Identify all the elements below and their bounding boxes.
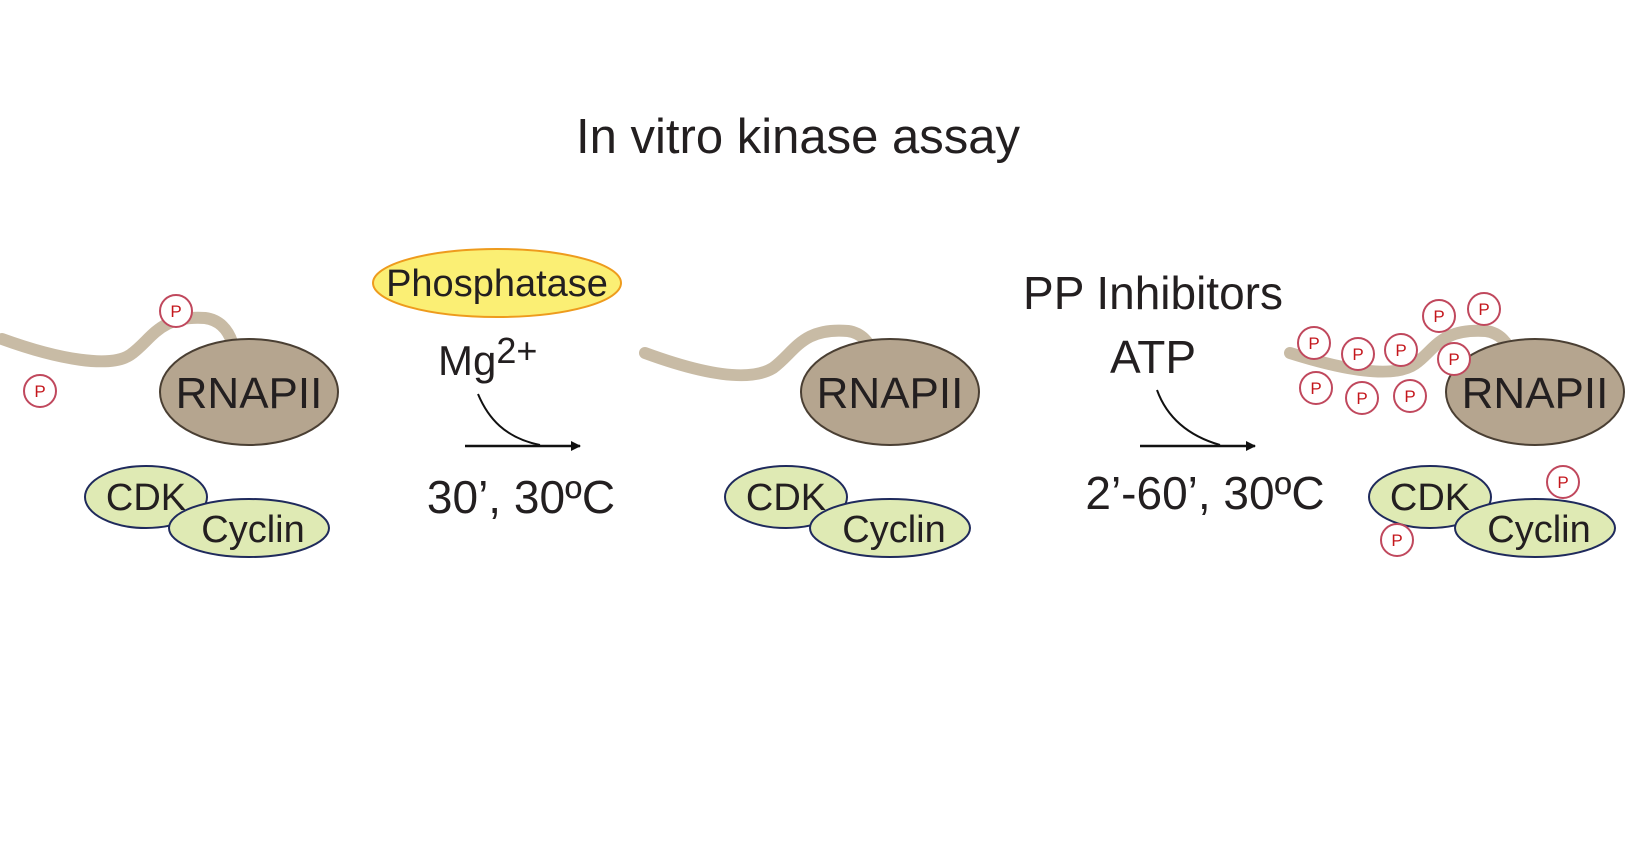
stage-phosphorylated: RNAPII CDK Cyclin P P P P P P P P P P P xyxy=(1284,292,1625,558)
phosphate-label: P xyxy=(170,302,181,321)
step-dephosphorylation: Phosphatase Mg2+ 30’, 30ºC xyxy=(372,248,622,523)
cyclin-ellipse xyxy=(809,498,971,558)
phosphate-group: P xyxy=(1380,523,1414,557)
phosphate-label: P xyxy=(1391,531,1402,550)
phosphate-group: P xyxy=(1422,299,1456,333)
cyclin-ellipse xyxy=(168,498,330,558)
phosphate-group: P xyxy=(1393,379,1427,413)
phosphate-circle xyxy=(23,374,57,408)
phosphate-label: P xyxy=(1356,389,1367,408)
rnapii-label: RNAPII xyxy=(817,369,964,418)
cyclin-label: Cyclin xyxy=(201,509,304,551)
reagent-curve xyxy=(477,393,541,446)
cdk-label: CDK xyxy=(1390,477,1470,519)
cyclin-ellipse xyxy=(1454,498,1616,558)
phosphatase-label: Phosphatase xyxy=(386,263,608,305)
phosphate-label: P xyxy=(1478,300,1489,319)
phosphate-group: P xyxy=(1467,292,1501,326)
phosphate-circle xyxy=(1437,342,1471,376)
rnapii-ellipse xyxy=(159,338,339,446)
phosphate-label: P xyxy=(1310,379,1321,398)
inhibitors-label: PP Inhibitors xyxy=(1023,267,1283,319)
phosphate-group: P xyxy=(1341,337,1375,371)
phosphate-group: P xyxy=(159,294,193,328)
phosphate-group: P xyxy=(1345,381,1379,415)
cofactor-superscript: 2+ xyxy=(496,330,537,371)
conditions-label: 30’, 30ºC xyxy=(427,471,615,523)
phosphate-label: P xyxy=(1448,350,1459,369)
phosphate-group: P xyxy=(1384,333,1418,367)
cofactor-label: Mg2+ xyxy=(438,330,537,384)
phosphate-label: P xyxy=(1404,387,1415,406)
phosphate-group: P xyxy=(1297,326,1331,360)
cdk-label: CDK xyxy=(746,477,826,519)
phosphate-circle xyxy=(1299,371,1333,405)
phosphate-group: P xyxy=(1546,465,1580,499)
cdk-label: CDK xyxy=(106,477,186,519)
phosphate-label: P xyxy=(34,382,45,401)
stage-dephosphorylated: RNAPII CDK Cyclin xyxy=(639,324,980,558)
rnapii-ellipse xyxy=(1445,338,1625,446)
phosphate-label: P xyxy=(1308,334,1319,353)
phosphate-group: P xyxy=(23,374,57,408)
phosphate-circle xyxy=(1384,333,1418,367)
rnapii-label: RNAPII xyxy=(176,369,323,418)
cdk-ellipse xyxy=(1368,465,1492,529)
phosphate-circle xyxy=(1393,379,1427,413)
phosphate-group: P xyxy=(1437,342,1471,376)
phosphatase-ellipse xyxy=(372,248,622,318)
cdk-ellipse xyxy=(84,465,208,529)
cofactor-base: Mg xyxy=(438,337,496,384)
atp-label: ATP xyxy=(1110,331,1196,383)
conditions-label: 2’-60’, 30ºC xyxy=(1085,467,1324,519)
cdk-ellipse xyxy=(724,465,848,529)
ctd-tail xyxy=(639,324,880,382)
rnapii-ellipse xyxy=(800,338,980,446)
phosphate-circle xyxy=(1297,326,1331,360)
phosphate-circle xyxy=(1380,523,1414,557)
rnapii-label: RNAPII xyxy=(1462,369,1609,418)
diagram-title: In vitro kinase assay xyxy=(576,110,1020,164)
phosphate-circle xyxy=(1422,299,1456,333)
phosphate-circle xyxy=(1345,381,1379,415)
phosphate-label: P xyxy=(1433,307,1444,326)
cyclin-label: Cyclin xyxy=(842,509,945,551)
phosphate-circle xyxy=(1341,337,1375,371)
phosphate-circle xyxy=(1546,465,1580,499)
phosphate-label: P xyxy=(1395,341,1406,360)
step-kinase-reaction: PP Inhibitors ATP 2’-60’, 30ºC xyxy=(1023,267,1325,519)
phosphate-label: P xyxy=(1557,473,1568,492)
phosphate-group: P xyxy=(1299,371,1333,405)
phosphate-label: P xyxy=(1352,345,1363,364)
cyclin-label: Cyclin xyxy=(1487,509,1590,551)
reagent-curve xyxy=(1156,389,1221,446)
phosphate-circle xyxy=(1467,292,1501,326)
phosphate-circle xyxy=(159,294,193,328)
ctd-tail xyxy=(0,311,238,368)
stage-initial: RNAPII CDK Cyclin P P xyxy=(0,294,339,558)
